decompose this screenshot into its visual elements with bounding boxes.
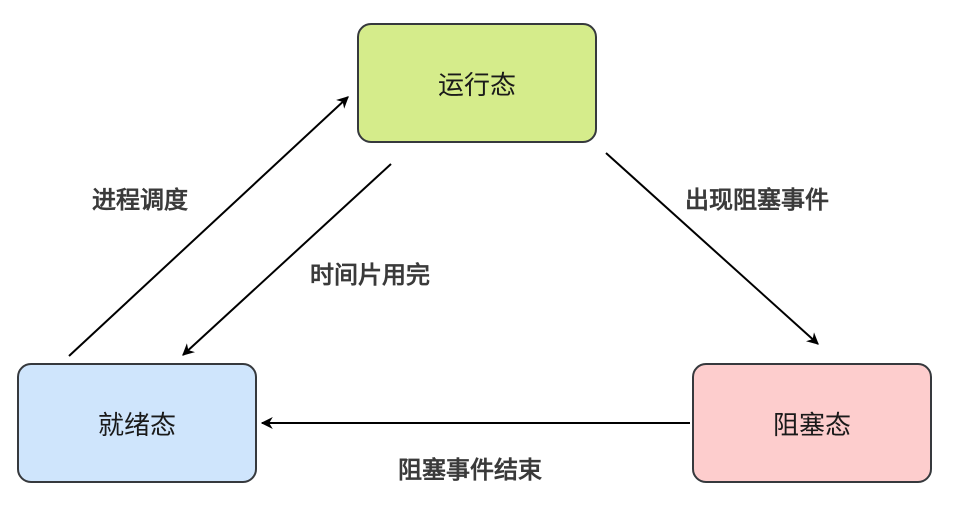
schedule-transition-label: 进程调度 (92, 186, 188, 214)
block-end-transition-label: 阻塞事件结束 (398, 456, 542, 484)
running-state-node: 运行态 (357, 23, 597, 143)
blocked-state-node: 阻塞态 (692, 363, 932, 483)
ready-state-node: 就绪态 (17, 363, 257, 483)
edge-running-to-ready (182, 163, 392, 356)
timeslice-transition-label: 时间片用完 (310, 261, 430, 289)
edge-ready-to-running (68, 96, 349, 357)
edge-running-to-blocked (605, 152, 819, 345)
block-transition-label: 出现阻塞事件 (685, 186, 829, 214)
blocked-state-label: 阻塞态 (772, 410, 851, 441)
running-state-label: 运行态 (437, 70, 516, 101)
ready-state-label: 就绪态 (97, 410, 176, 441)
